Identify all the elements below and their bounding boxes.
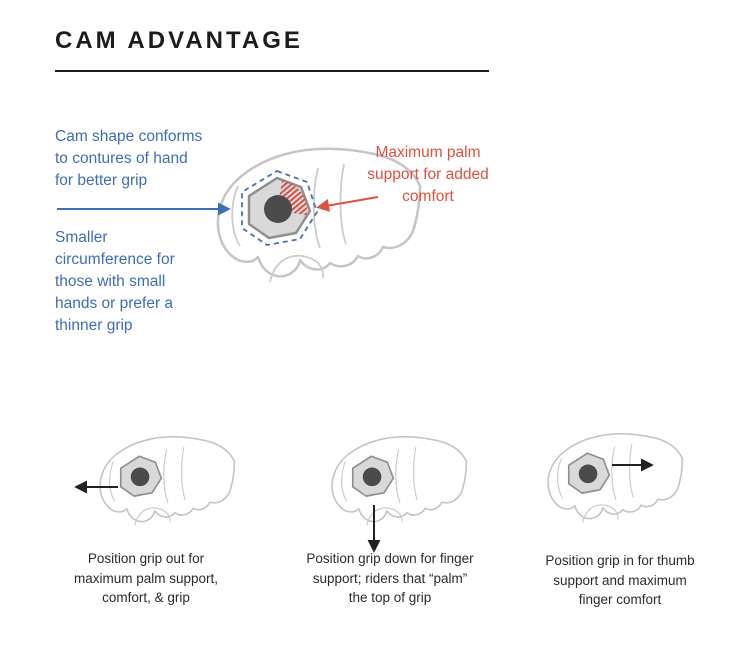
hand-grip-in-illustration	[524, 424, 684, 537]
orange-pointer-arrow	[316, 196, 379, 212]
cam-dashed-outline	[241, 170, 318, 246]
arrow-right-icon	[612, 458, 654, 472]
callout-cam-shape: Cam shape conforms to contures of hand f…	[55, 128, 203, 189]
figure-caption-grip-in: Position grip in for thumb support and m…	[545, 553, 695, 607]
callout-smaller-circumference: Smaller circumference for those with sma…	[55, 229, 175, 334]
hand-grip-down-illustration	[308, 427, 468, 540]
figure-caption-grip-down: Position grip down for finger support; r…	[306, 551, 474, 605]
callout-palm-support: Maximum palm support for added comfort	[367, 144, 489, 205]
arrow-left-icon	[74, 480, 118, 494]
title-underline	[55, 70, 489, 72]
figure-caption-grip-out: Position grip out for maximum palm suppo…	[73, 551, 219, 605]
arrow-down-icon	[367, 505, 381, 553]
page-title: CAM ADVANTAGE	[55, 27, 303, 54]
hand-grip-main-illustration	[182, 134, 422, 304]
blue-pointer-arrow	[57, 202, 231, 216]
palm-support-hatching	[279, 180, 307, 216]
